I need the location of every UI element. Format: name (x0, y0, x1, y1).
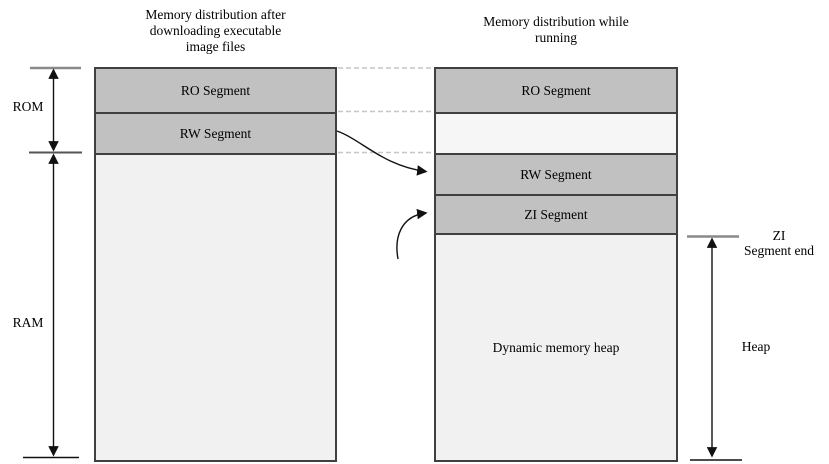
rw-mapping-arrow (336, 130, 428, 176)
zi-mapping-arrow (396, 208, 428, 260)
right-rw-segment: RW Segment (436, 155, 676, 196)
right-ro-segment: RO Segment (436, 69, 676, 114)
right-column-title: Memory distribution while running (483, 14, 629, 45)
right-zi-segment: ZI Segment (436, 196, 676, 235)
ram-label: RAM (12, 315, 44, 330)
left-free-area (96, 155, 335, 460)
right-gap-area (436, 114, 676, 155)
memory-column-running: RO Segment RW Segment ZI Segment Dynamic… (434, 67, 678, 462)
zi-segment-end-label: ZI Segment end (743, 228, 815, 258)
rom-label: ROM (12, 99, 44, 114)
heap-area: Dynamic memory heap (436, 235, 676, 460)
left-column-title: Memory distribution after downloading ex… (145, 7, 286, 54)
memory-column-download: RO Segment RW Segment (94, 67, 337, 462)
heap-label: Heap (741, 339, 771, 354)
left-rw-segment: RW Segment (96, 114, 335, 155)
left-ro-segment: RO Segment (96, 69, 335, 114)
